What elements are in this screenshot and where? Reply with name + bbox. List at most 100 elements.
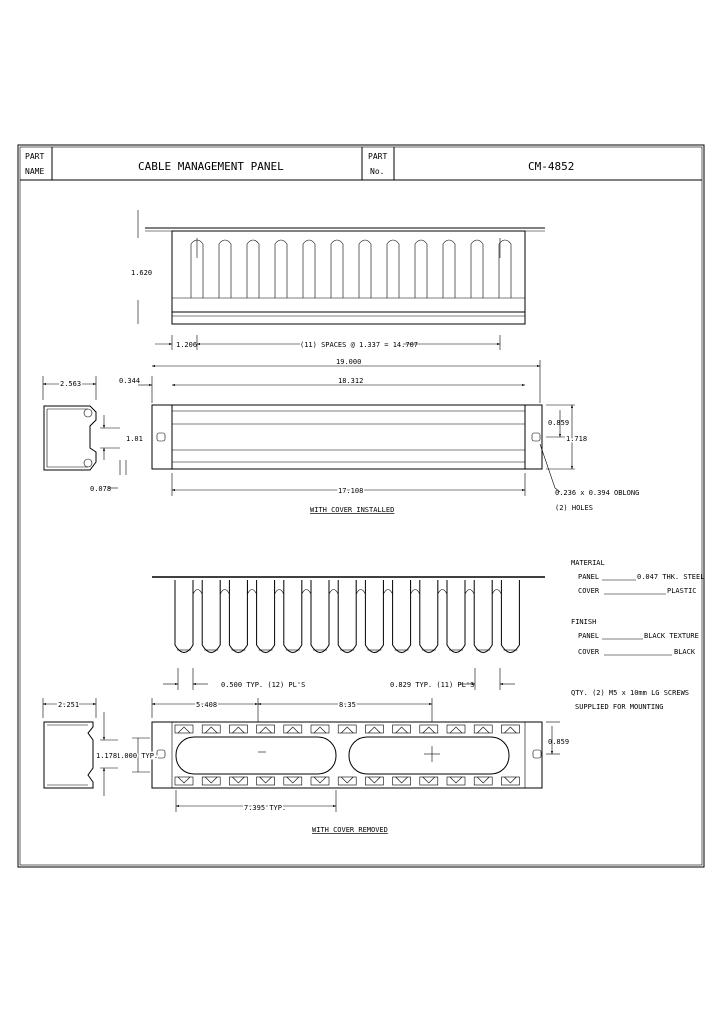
side-slot-height-dim: 1.01 bbox=[126, 435, 143, 443]
caption-cover-removed: WITH COVER REMOVED bbox=[312, 826, 388, 834]
side-lip-dim: 0.078 bbox=[90, 485, 111, 493]
cutout-dim: 7.395 TYP. bbox=[244, 804, 286, 812]
finger bbox=[310, 580, 330, 653]
lower-top-view: 0.500 TYP. (12) PL'S 0.829 TYP. (11) PL'… bbox=[152, 576, 545, 690]
top-tab-mark bbox=[177, 726, 191, 734]
front-view-removed: 5.408 8.35 0.859 7.395 TYP. 1.000 TYP. W… bbox=[115, 698, 569, 834]
top-tab-mark bbox=[286, 726, 300, 734]
top-tab bbox=[174, 724, 194, 734]
part-name-label-2: NAME bbox=[25, 167, 44, 176]
screws-line-2: SUPPLIED FOR MOUNTING bbox=[575, 703, 664, 711]
bottom-tab-mark bbox=[422, 776, 436, 784]
bottom-tab bbox=[229, 776, 248, 786]
top-tab bbox=[446, 724, 466, 734]
finger-gap bbox=[383, 580, 393, 595]
top-slot bbox=[358, 239, 372, 298]
bottom-tab bbox=[283, 776, 303, 786]
top-tab-mark bbox=[340, 726, 354, 734]
finger bbox=[283, 580, 303, 653]
top-left-offset-dim: 1.206 bbox=[176, 341, 197, 349]
bottom-tab-mark bbox=[476, 776, 490, 784]
lower-hole-offset-dim: 0.859 bbox=[548, 738, 569, 746]
top-tab-mark bbox=[422, 726, 436, 734]
finger bbox=[500, 580, 520, 653]
finger bbox=[337, 580, 357, 653]
top-tab bbox=[201, 724, 221, 734]
finger-gap bbox=[410, 580, 421, 595]
top-tab bbox=[337, 724, 357, 734]
bottom-tab-mark bbox=[313, 776, 327, 784]
lower-view-tabs bbox=[174, 724, 520, 786]
top-slot bbox=[330, 239, 344, 298]
bottom-tab-mark bbox=[449, 776, 463, 784]
top-view: 1.620 1.206 (11) SPACES @ 1.337 = 14.707 bbox=[131, 210, 545, 350]
front-height-dim: 1.718 bbox=[566, 435, 587, 443]
top-tab-mark bbox=[232, 726, 245, 734]
top-tab-mark bbox=[504, 726, 517, 734]
top-slot bbox=[302, 239, 316, 298]
front-overall-dim: 19.000 bbox=[336, 358, 361, 366]
caption-cover-installed: WITH COVER INSTALLED bbox=[310, 506, 394, 514]
finger-gap bbox=[464, 580, 475, 595]
top-slot bbox=[414, 239, 428, 298]
bottom-tab-mark bbox=[204, 776, 218, 784]
bottom-tab bbox=[446, 776, 466, 786]
top-tab-mark bbox=[204, 726, 218, 734]
front-hole-offset-dim: 0.859 bbox=[548, 419, 569, 427]
bottom-tab bbox=[310, 776, 330, 786]
finger-gap bbox=[219, 580, 230, 595]
top-tab bbox=[283, 724, 303, 734]
top-tab-mark bbox=[259, 726, 272, 734]
part-no: CM-4852 bbox=[528, 160, 574, 173]
finger bbox=[473, 580, 493, 653]
finish-heading: FINISH bbox=[571, 618, 596, 626]
finger-gap bbox=[247, 580, 257, 595]
top-slot bbox=[274, 239, 288, 298]
top-tab bbox=[501, 724, 520, 734]
bottom-tab-mark bbox=[368, 776, 381, 784]
height-1178-dim: 1.178 bbox=[96, 752, 117, 760]
title-block: PART NAME CABLE MANAGEMENT PANEL PART No… bbox=[20, 147, 702, 181]
finger bbox=[228, 580, 248, 653]
material-cover-label: COVER bbox=[578, 587, 600, 595]
top-tab bbox=[310, 724, 330, 734]
bottom-tab-mark bbox=[340, 776, 354, 784]
finger bbox=[256, 580, 276, 653]
top-tab bbox=[365, 724, 384, 734]
material-heading: MATERIAL bbox=[571, 559, 605, 567]
bottom-tab bbox=[201, 776, 221, 786]
finger-gap bbox=[491, 580, 502, 595]
part-name: CABLE MANAGEMENT PANEL bbox=[138, 160, 284, 173]
side-depth-dim: 2.563 bbox=[60, 380, 81, 388]
hole-callout-line-1: 0.236 x 0.394 OBLONG bbox=[555, 489, 639, 497]
hole-callout-line-2: (2) HOLES bbox=[555, 504, 593, 512]
dim-835: 8.35 bbox=[339, 701, 356, 709]
screws-line-1: QTY. (2) M5 x 10mm LG SCREWS bbox=[571, 689, 689, 697]
top-tab bbox=[473, 724, 493, 734]
top-tab bbox=[229, 724, 248, 734]
height-1000-dim: 1.000 TYP. bbox=[116, 752, 158, 760]
top-slot bbox=[386, 239, 400, 298]
top-slot bbox=[498, 239, 512, 298]
bottom-tab-mark bbox=[232, 776, 245, 784]
pitch-small-dim: 0.500 TYP. (12) PL'S bbox=[221, 681, 305, 689]
finger bbox=[419, 580, 439, 653]
sheet-border-inner bbox=[19, 146, 703, 866]
sheet-border-outer bbox=[17, 144, 705, 868]
finish-panel-value: BLACK TEXTURE bbox=[644, 632, 699, 640]
bottom-tab-mark bbox=[259, 776, 272, 784]
finger bbox=[364, 580, 384, 653]
lower-view-fingers bbox=[174, 580, 520, 653]
material-panel-label: PANEL bbox=[578, 573, 599, 581]
top-slot bbox=[442, 239, 456, 298]
finger-gap bbox=[328, 580, 339, 595]
top-tab bbox=[392, 724, 411, 734]
front-span-dim: 17.108 bbox=[338, 487, 363, 495]
dim-5408: 5.408 bbox=[196, 701, 217, 709]
front-view-installed: 19.000 18.312 0.344 0.859 1.718 17.108 0… bbox=[119, 357, 639, 515]
bottom-tab bbox=[337, 776, 357, 786]
side-profile-upper: 2.563 1.01 0.078 bbox=[42, 376, 143, 493]
finger-gap bbox=[274, 580, 285, 595]
top-tab-mark bbox=[368, 726, 381, 734]
